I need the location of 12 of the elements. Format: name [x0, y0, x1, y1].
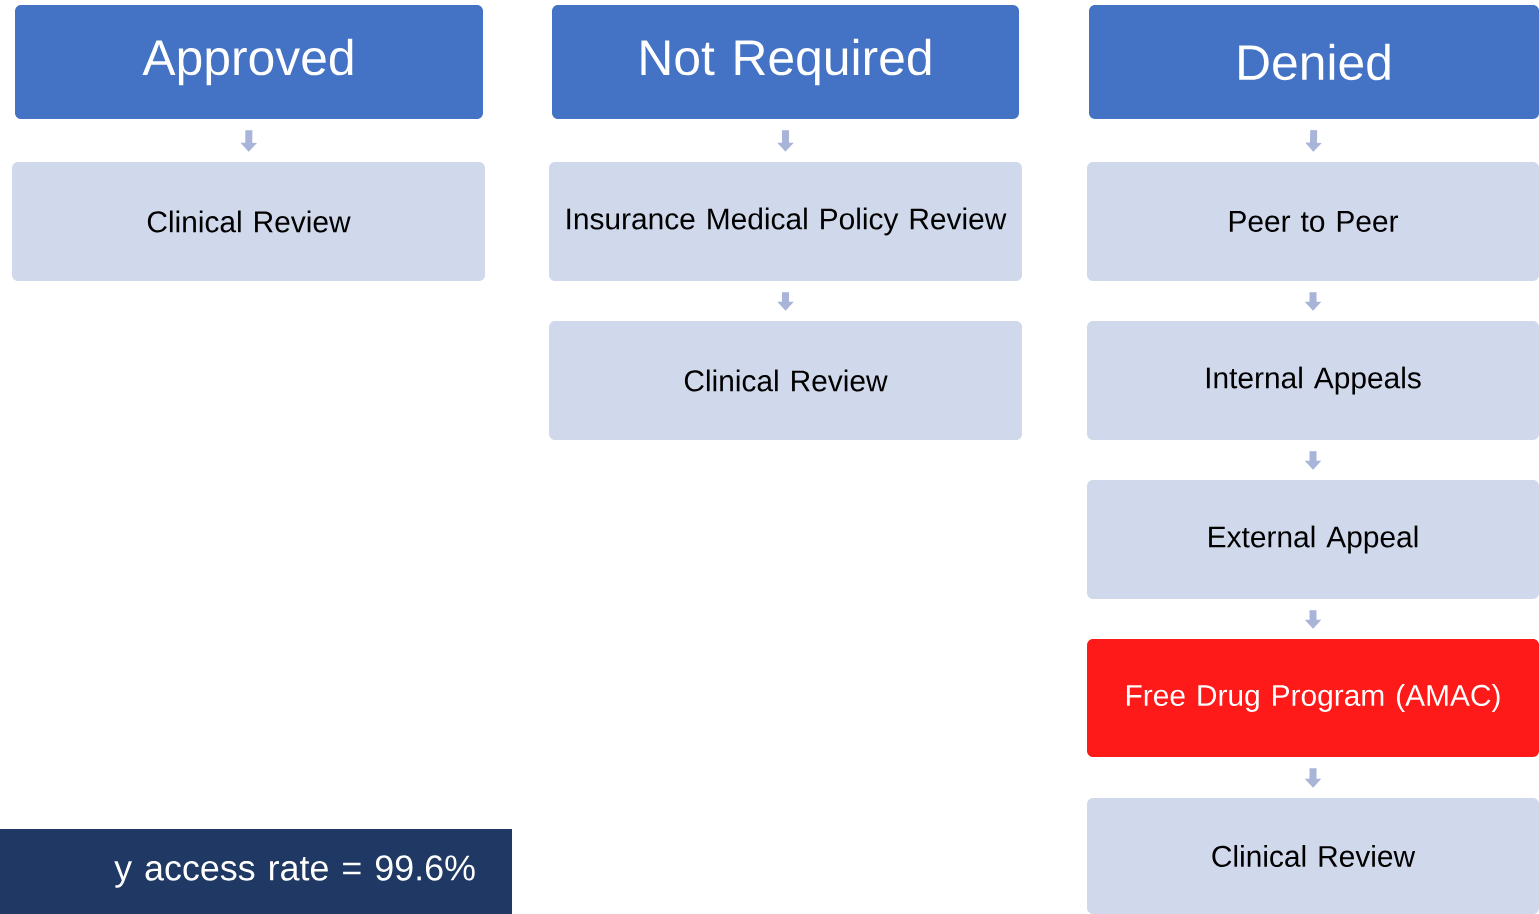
- header-box: Approved: [15, 5, 483, 119]
- process-box: Insurance Medical Policy Review: [549, 162, 1022, 281]
- process-box: Clinical Review: [1087, 798, 1539, 914]
- process-box: External Appeal: [1087, 480, 1539, 599]
- process-box: Clinical Review: [12, 162, 485, 281]
- process-box: Internal Appeals: [1087, 321, 1539, 440]
- header-box: Denied: [1089, 5, 1539, 119]
- process-box: Peer to Peer: [1087, 162, 1539, 281]
- result-banner: y access rate = 99.6%: [0, 829, 512, 914]
- header-box: Not Required: [552, 5, 1019, 119]
- process-box: Free Drug Program (AMAC): [1087, 639, 1539, 757]
- process-box: Clinical Review: [549, 321, 1022, 440]
